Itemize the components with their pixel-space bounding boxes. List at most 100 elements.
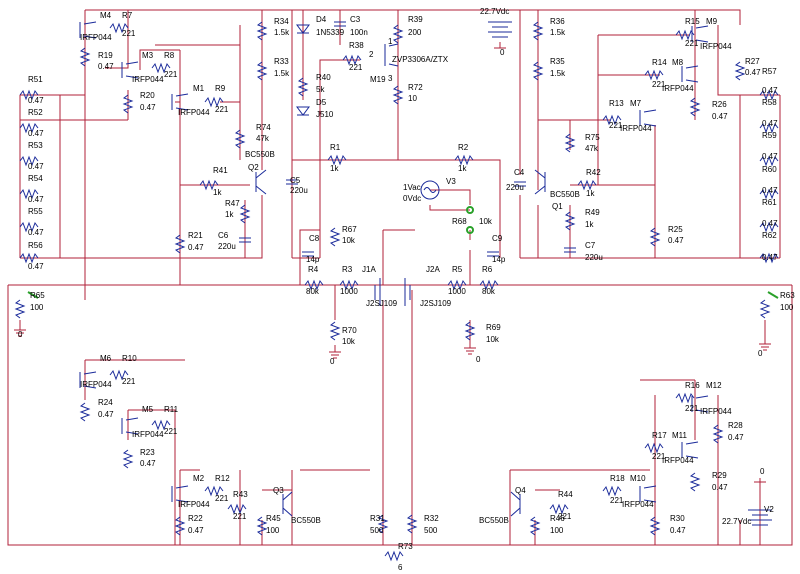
label-r22n: R22 [188, 514, 203, 523]
label-q2: Q2 [248, 163, 259, 172]
wiring [7, 9, 793, 546]
label-v3b: 0Vdc [403, 194, 421, 203]
label-r41n: R41 [213, 166, 228, 175]
label-r40v: 5k [316, 85, 325, 94]
label-r54v: 0.47 [28, 195, 44, 204]
label-m11: M11 [672, 431, 688, 440]
label-g65: 0 [18, 330, 23, 339]
label-r53v: 0.47 [28, 162, 44, 171]
diode-symbols [296, 24, 310, 116]
label-r12n: R12 [215, 474, 230, 483]
label-r25n: R25 [668, 225, 683, 234]
label-r26v: 0.47 [712, 112, 728, 121]
label-m8: M8 [672, 58, 684, 67]
label-j2a: J2A [426, 265, 440, 274]
label-r58v: 0.47 [762, 119, 778, 128]
label-m11p: IRFP044 [662, 456, 694, 465]
label-pin2: 2 [369, 50, 374, 59]
label-r21v: 0.47 [188, 243, 204, 252]
label-v2v: 22.7Vdc [722, 517, 751, 526]
label-r7v: 221 [122, 29, 136, 38]
label-m9: M9 [706, 17, 718, 26]
label-r68v: 10k [479, 217, 493, 226]
label-r3n: R3 [342, 265, 353, 274]
label-r63n: R63 [780, 291, 795, 300]
label-m1: M1 [193, 84, 205, 93]
transistor-symbols [79, 21, 709, 517]
label-r21n: R21 [188, 231, 203, 240]
label-m12p: IRFP044 [700, 407, 732, 416]
label-r69v: 10k [486, 335, 500, 344]
label-r72v: 10 [408, 94, 417, 103]
label-r61v: 0.47 [762, 219, 778, 228]
label-r31v: 500 [370, 526, 384, 535]
label-r43n: R43 [233, 490, 248, 499]
label-r24n: R24 [98, 398, 113, 407]
label-r23v: 0.47 [140, 459, 156, 468]
label-m7: M7 [630, 99, 642, 108]
label-r8n: R8 [164, 51, 175, 60]
label-r15n: R15 [685, 17, 700, 26]
label-r46v: 100 [550, 526, 564, 535]
label-g63: 0 [758, 349, 763, 358]
label-d4n: D4 [316, 15, 327, 24]
label-r47v: 1k [225, 210, 234, 219]
label-r35v: 1.5k [550, 69, 566, 78]
label-r51n: R51 [28, 75, 43, 84]
label-r9n: R9 [215, 84, 226, 93]
label-r70v: 10k [342, 337, 356, 346]
label-r34n: R34 [274, 17, 289, 26]
label-m6: M6 [100, 354, 112, 363]
label-m8p: IRFP044 [662, 84, 694, 93]
label-m19: M19 [370, 75, 386, 84]
label-c7v: 220u [585, 253, 603, 262]
label-r42v: 1k [586, 189, 595, 198]
label-r61n: R61 [762, 198, 777, 207]
label-r17n: R17 [652, 431, 667, 440]
label-r24v: 0.47 [98, 410, 114, 419]
label-r25v: 0.47 [668, 236, 684, 245]
label-m4: M4 [100, 11, 112, 20]
label-r32n: R32 [424, 514, 439, 523]
label-r52v: 0.47 [28, 129, 44, 138]
label-c7n: C7 [585, 241, 596, 250]
label-r38v: 221 [349, 63, 363, 72]
label-r28v: 0.47 [728, 433, 744, 442]
label-bc1: BC550B [245, 150, 275, 159]
label-r26n: R26 [712, 100, 727, 109]
label-bc2: BC550B [550, 190, 580, 199]
label-r1n: R1 [330, 143, 341, 152]
label-r62n: R62 [762, 231, 777, 240]
label-r39n: R39 [408, 15, 423, 24]
label-r9v: 221 [215, 105, 229, 114]
label-r46n: R46 [550, 514, 565, 523]
label-r5n: R5 [452, 265, 463, 274]
label-v2n: V2 [764, 505, 774, 514]
label-r6v: 80k [482, 287, 496, 296]
label-d5n: D5 [316, 98, 327, 107]
label-r11n: R11 [164, 405, 179, 414]
label-c4n: C4 [514, 168, 525, 177]
label-r49v: 1k [585, 220, 594, 229]
label-m5p: IRFP044 [132, 430, 164, 439]
label-m12: M12 [706, 381, 722, 390]
label-r72n: R72 [408, 83, 423, 92]
label-c9v: 14p [492, 255, 506, 264]
source-symbols [420, 21, 772, 526]
label-r15v: 221 [685, 39, 699, 48]
label-r73v: 6 [398, 563, 403, 572]
label-r30v: 0.47 [670, 526, 686, 535]
label-c6v: 220u [218, 242, 236, 251]
label-r56v: 0.47 [28, 262, 44, 271]
label-m3p: IRFP044 [132, 75, 164, 84]
label-v3a: 1Vac [403, 183, 421, 192]
label-r40n: R40 [316, 73, 331, 82]
label-r62v: 0.47 [762, 253, 778, 262]
label-r59n: R59 [762, 131, 777, 140]
label-m9p: IRFP044 [700, 42, 732, 51]
label-m3: M3 [142, 51, 154, 60]
label-r73n: R73 [398, 542, 413, 551]
label-r49n: R49 [585, 208, 600, 217]
label-r74v: 47k [256, 134, 270, 143]
label-r14n: R14 [652, 58, 667, 67]
